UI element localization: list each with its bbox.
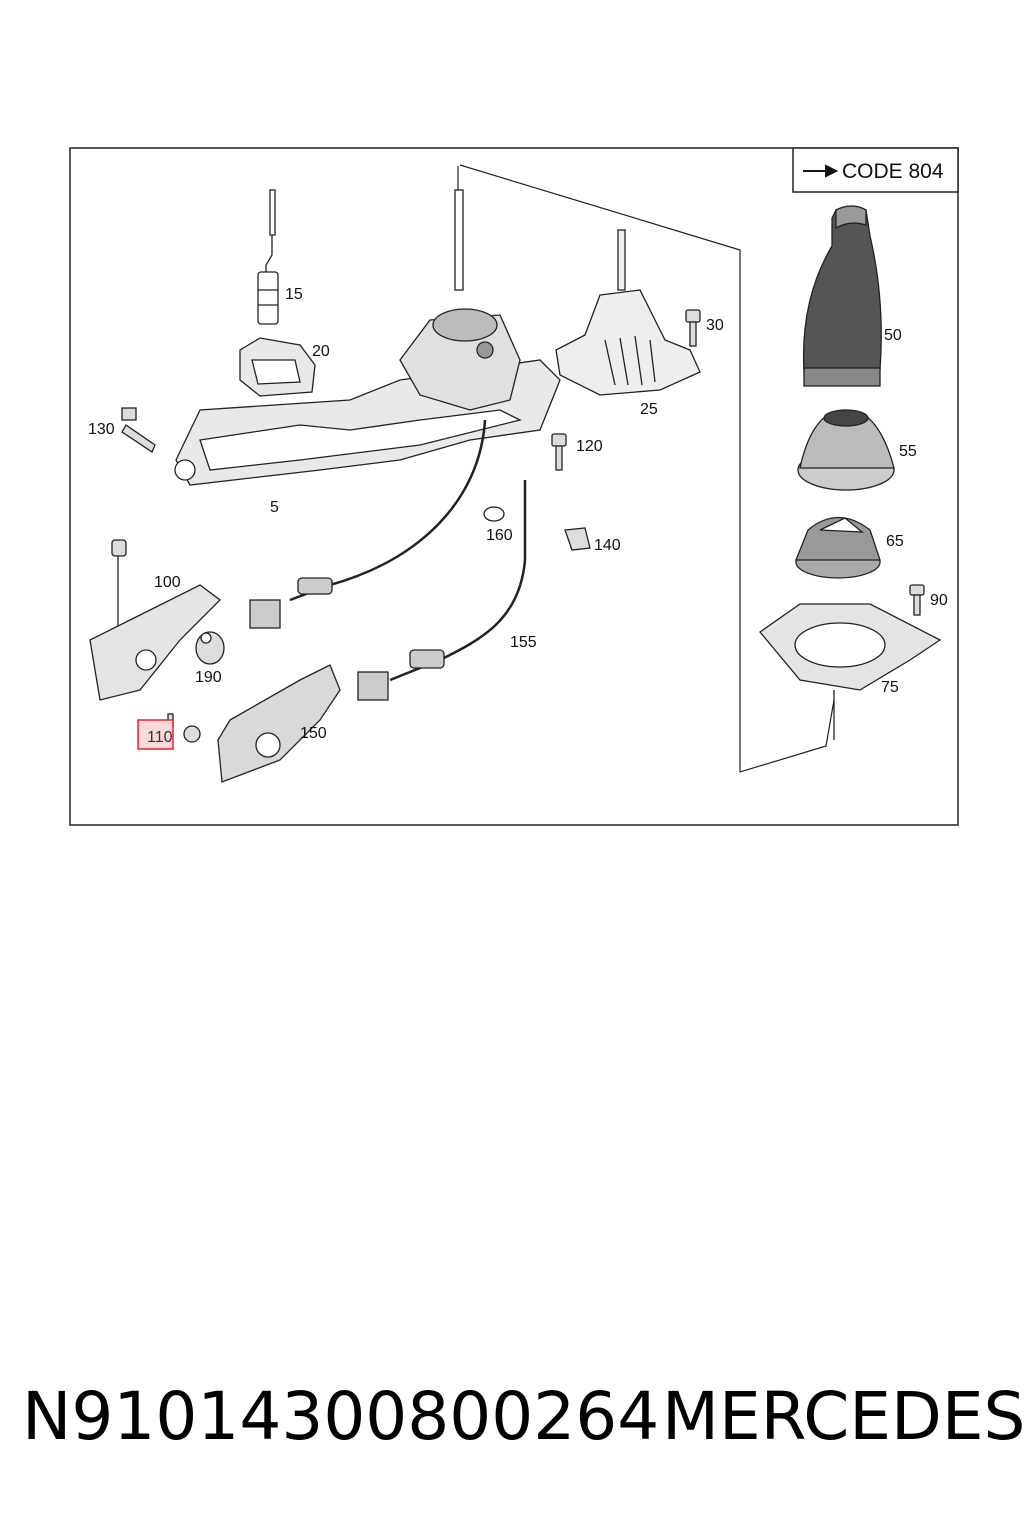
- part-55-boot: [797, 409, 895, 491]
- group-bracket-line: [459, 164, 835, 773]
- highlight-box: [137, 719, 174, 750]
- callout-25: 25: [640, 401, 658, 418]
- part-65-cover: [795, 517, 881, 579]
- part-90-bolt: [909, 584, 925, 616]
- parts-diagram: CODE 804: [69, 147, 959, 826]
- callout-75: 75: [881, 679, 899, 696]
- cable-end-upper: [249, 577, 333, 629]
- callout-50: 50: [884, 327, 902, 344]
- callout-160: 160: [486, 527, 513, 544]
- part-50-knob: [802, 205, 882, 387]
- callout-110-highlight: 110: [137, 719, 174, 750]
- callout-90: 90: [930, 592, 948, 609]
- callout-30: 30: [706, 317, 724, 334]
- callout-100: 100: [154, 574, 181, 591]
- part-75-frame: [759, 603, 942, 740]
- callout-120: 120: [576, 438, 603, 455]
- diagram-frame: [69, 147, 959, 826]
- callout-155: 155: [510, 634, 537, 651]
- footer: N91014300800264 MERCEDES: [22, 1378, 1024, 1468]
- part-155-cable: [289, 419, 487, 602]
- part-15-rod: [257, 189, 279, 325]
- part-190-bushing: [195, 631, 225, 665]
- part-160-washer: [483, 506, 505, 522]
- callout-130: 130: [88, 421, 115, 438]
- callout-15: 15: [285, 286, 303, 303]
- part-30-bolt: [685, 309, 701, 347]
- callout-55: 55: [899, 443, 917, 460]
- callout-140: 140: [594, 537, 621, 554]
- cable-end-lower: [357, 649, 445, 701]
- callout-190: 190: [195, 669, 222, 686]
- part-150-cover: [217, 664, 341, 783]
- callout-20: 20: [312, 343, 330, 360]
- brand-name: MERCEDES: [662, 1378, 1024, 1455]
- center-shifter: [399, 189, 521, 411]
- part-25-housing: [555, 229, 701, 396]
- part-100-bracket: [89, 539, 221, 701]
- part-130-pin: [121, 407, 156, 453]
- arrow-right-icon: [803, 164, 839, 178]
- part-120-bolt: [551, 433, 567, 471]
- part-number: N91014300800264: [22, 1378, 660, 1455]
- callout-150: 150: [300, 725, 327, 742]
- callout-110: 110: [147, 729, 173, 746]
- callout-5: 5: [270, 499, 279, 516]
- code-label: CODE 804: [842, 160, 944, 183]
- code-box: CODE 804: [792, 147, 959, 193]
- callout-65: 65: [886, 533, 904, 550]
- part-140-clip: [564, 527, 591, 551]
- part-155-cable-2: [389, 480, 527, 682]
- part-20-bracket: [239, 337, 316, 397]
